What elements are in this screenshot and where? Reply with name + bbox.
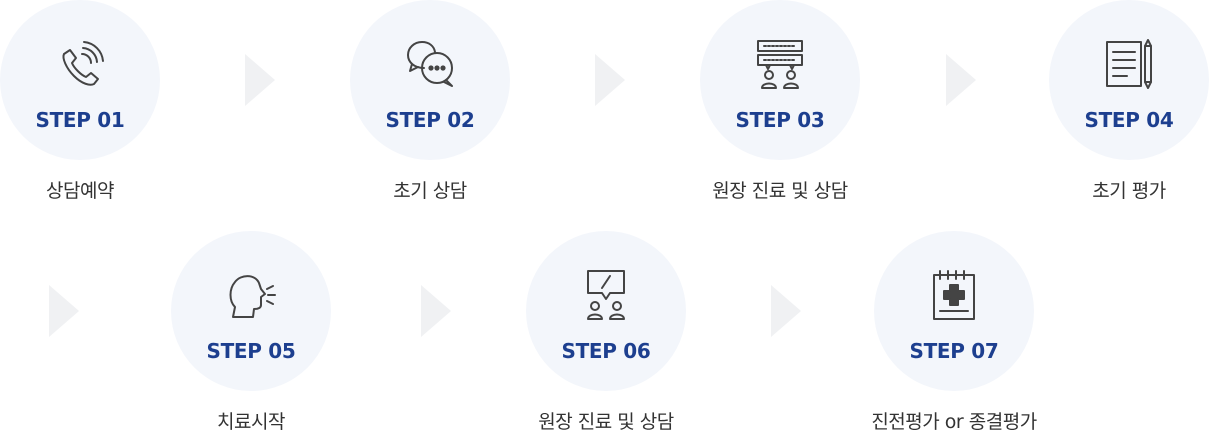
medical-chart-icon [926, 267, 982, 323]
arrow-right-icon [595, 54, 625, 106]
step-circle [1049, 0, 1209, 160]
speaking-head-icon [223, 267, 279, 323]
consultation-board-icon [752, 36, 808, 92]
arrow-right-icon [771, 285, 801, 337]
step-circle [700, 0, 860, 160]
phone-icon [52, 36, 108, 92]
arrow-right-icon [946, 54, 976, 106]
step-circle [350, 0, 510, 160]
step-name: 원장 진료 및 상담 [538, 411, 674, 433]
step-label: STEP 05 [206, 339, 296, 363]
step-label: STEP 01 [35, 108, 125, 132]
step-label: STEP 07 [909, 339, 999, 363]
arrow-right-icon [245, 54, 275, 106]
step-name: 상담예약 [46, 180, 114, 202]
step-name: 원장 진료 및 상담 [712, 180, 848, 202]
speech-bubble-people-icon [578, 267, 634, 323]
step-label: STEP 03 [735, 108, 825, 132]
arrow-right-icon [421, 285, 451, 337]
arrow-right-icon [49, 285, 79, 337]
step-label: STEP 04 [1084, 108, 1174, 132]
step-name: 진전평가 or 종결평가 [871, 411, 1037, 433]
step-name: 치료시작 [217, 411, 285, 433]
step-circle [171, 231, 331, 391]
step-label: STEP 06 [561, 339, 651, 363]
step-name: 초기 상담 [393, 180, 467, 202]
step-label: STEP 02 [385, 108, 475, 132]
step-circle [526, 231, 686, 391]
step-name: 초기 평가 [1092, 180, 1166, 202]
chat-bubbles-icon [402, 36, 458, 92]
notepad-pencil-icon [1101, 36, 1157, 92]
